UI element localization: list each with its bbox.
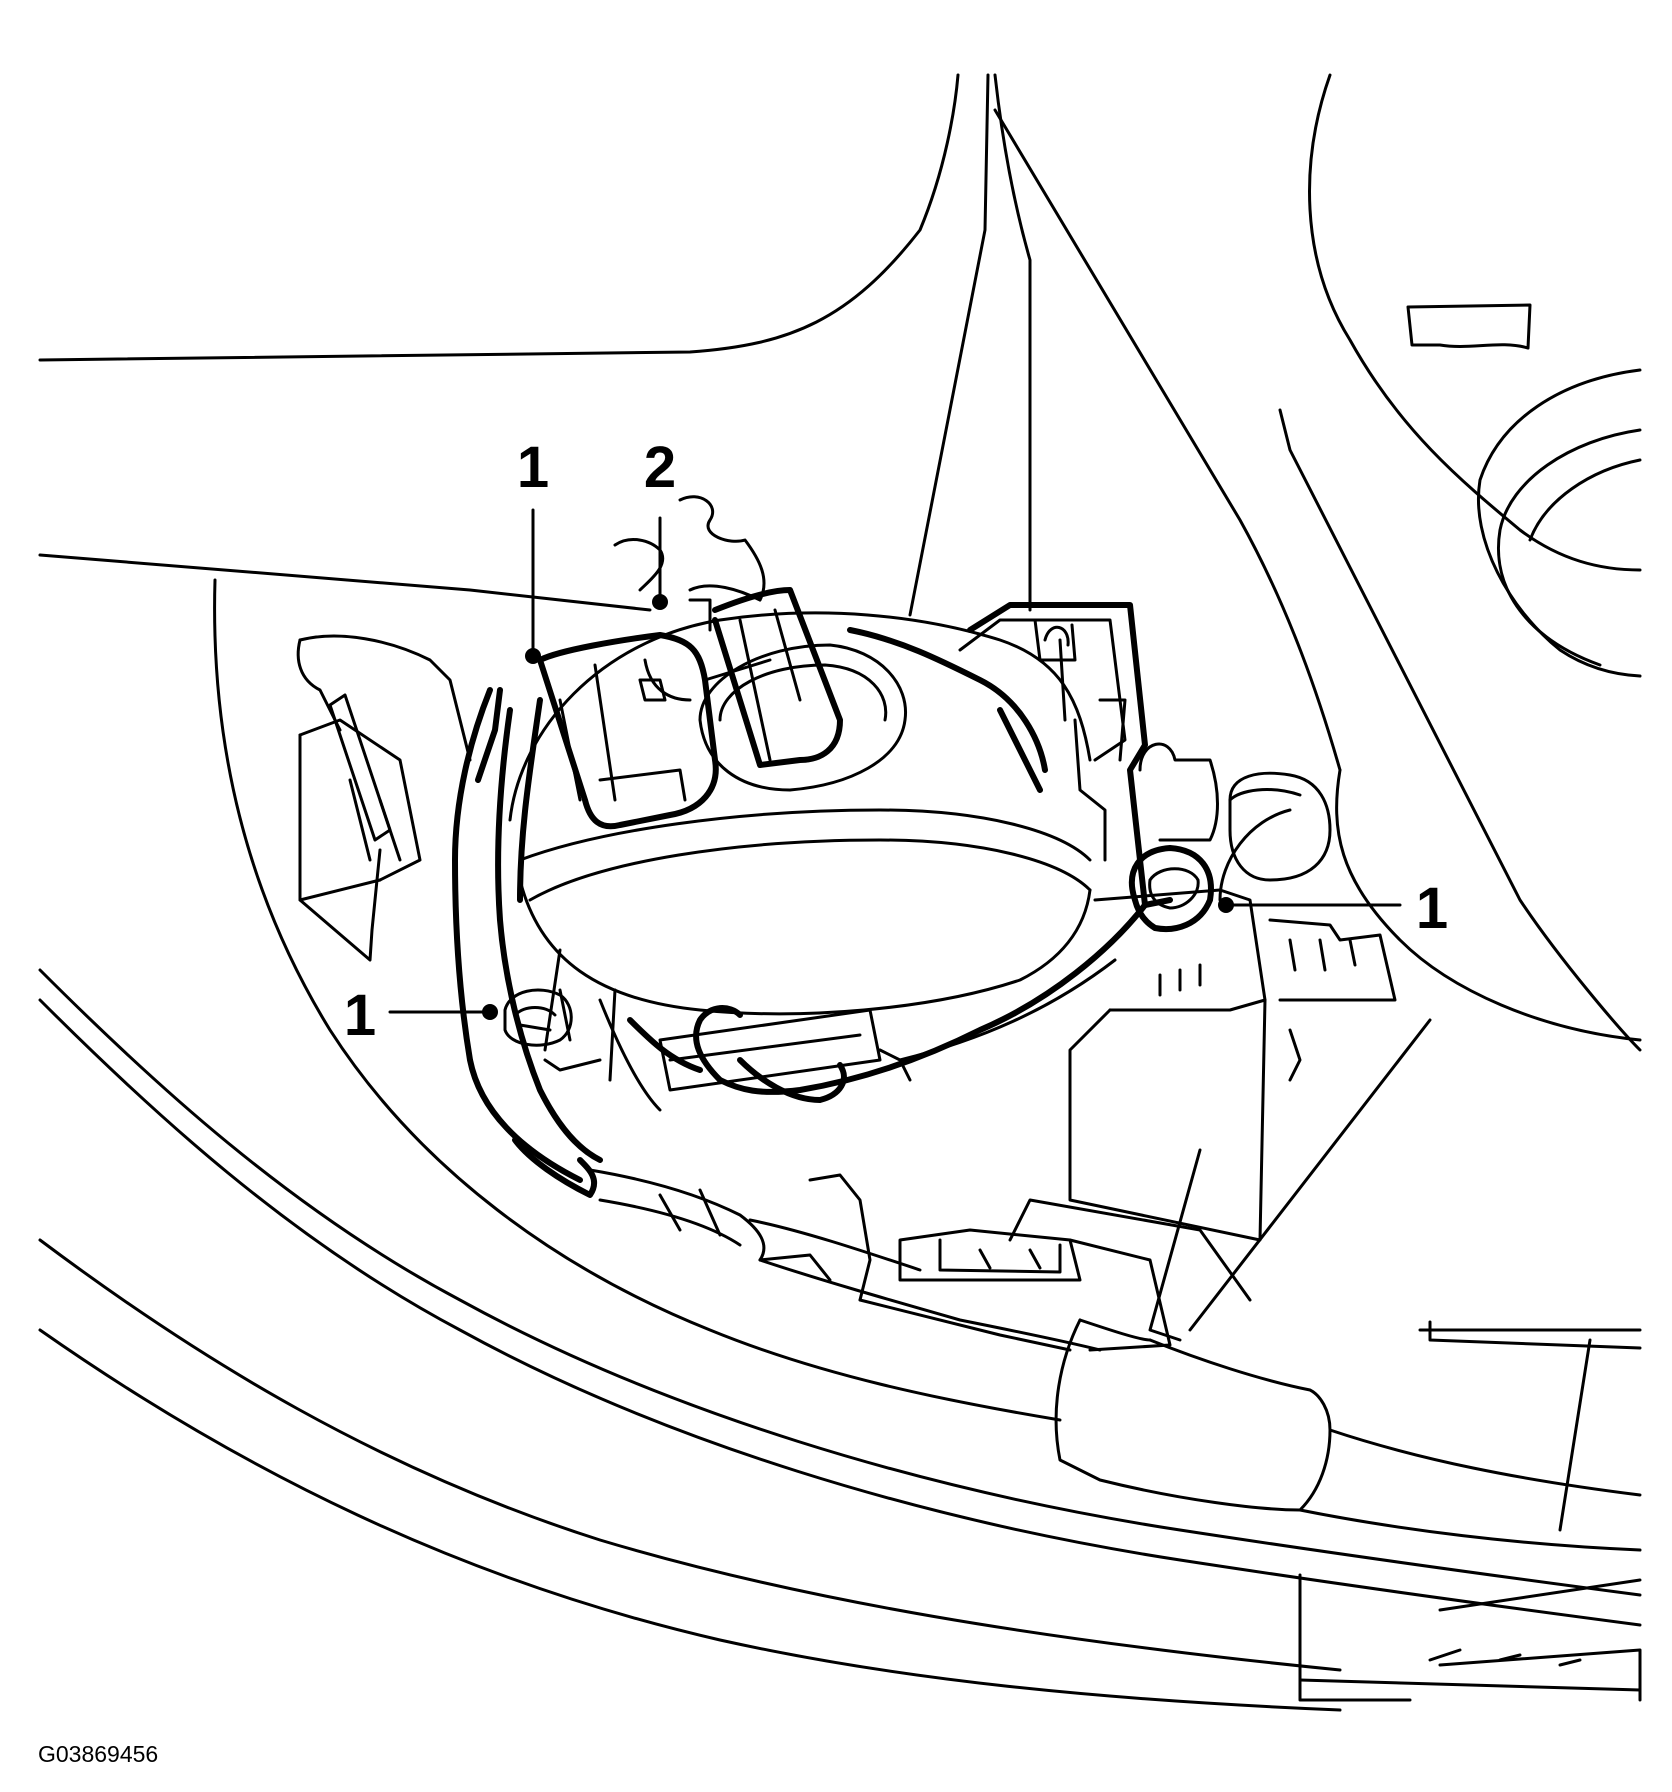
wiring-harness bbox=[452, 627, 1642, 1552]
callout-leaders bbox=[388, 508, 1402, 1020]
callout-label-right: 1 bbox=[1416, 876, 1448, 941]
leader-dot-left bbox=[482, 1004, 498, 1020]
figure-id: G03869456 bbox=[38, 1741, 158, 1767]
callout-label-top-center: 2 bbox=[644, 435, 676, 500]
leader-dot-top-center bbox=[652, 594, 668, 610]
bolt-left bbox=[503, 988, 573, 1047]
callout-label-left: 1 bbox=[344, 983, 376, 1048]
vehicle-body-outline bbox=[38, 73, 1642, 1712]
electrical-connector bbox=[537, 495, 843, 830]
fastener-bolts bbox=[503, 845, 1214, 1047]
leader-dot-top-left bbox=[525, 648, 541, 664]
callout-labels: 1 2 1 1 bbox=[344, 435, 1448, 1048]
headlamp-assembly bbox=[296, 602, 1397, 1352]
leader-dot-right bbox=[1218, 897, 1234, 913]
callout-label-top-left: 1 bbox=[517, 435, 549, 500]
bolt-right bbox=[1128, 845, 1214, 932]
